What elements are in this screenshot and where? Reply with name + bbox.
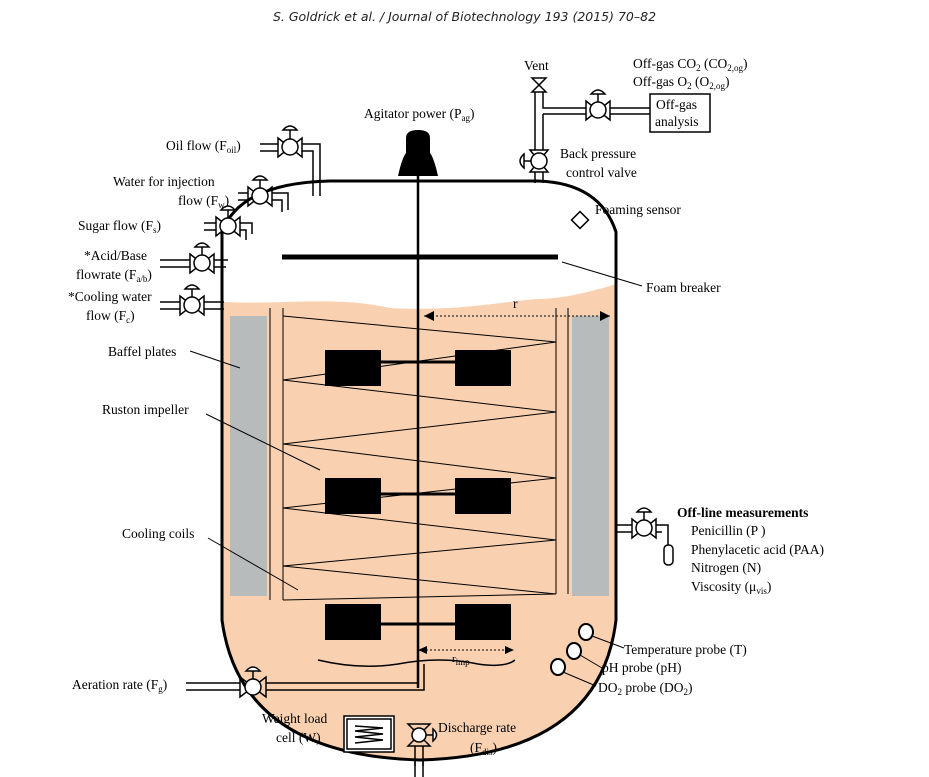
nitrogen-label: Nitrogen (N) — [691, 560, 761, 575]
leader-lines — [189, 261, 643, 687]
cooling-coils — [269, 308, 569, 601]
weight-load-cell — [343, 715, 395, 753]
back-pressure-label-2: control valve — [566, 165, 637, 180]
ruston-impellers — [325, 350, 511, 640]
impeller-radius-label: rimp — [452, 653, 470, 667]
agitator-power-label: Agitator power (Pag) — [364, 106, 474, 123]
ph-probe-label: pH probe (pH) — [602, 660, 681, 675]
broth-liquid — [222, 270, 616, 760]
offgas-analysis-label-2: analysis — [655, 114, 699, 129]
baffle-plate-left — [230, 316, 267, 596]
foaming-sensor — [570, 210, 590, 230]
probes — [550, 623, 594, 676]
aeration-inlet — [186, 664, 425, 691]
agitator-motor — [398, 130, 438, 176]
back-pressure-label-1: Back pressure — [560, 146, 636, 161]
inlet-pipes — [160, 143, 321, 310]
valves — [179, 77, 657, 747]
oil-flow-label: Oil flow (Foil) — [166, 138, 241, 155]
acid-base-label-1: *Acid/Base — [84, 248, 147, 263]
penicillin-label: Penicillin (P ) — [691, 523, 766, 538]
foam-breaker-label: Foam breaker — [646, 280, 721, 295]
vent-label: Vent — [524, 58, 549, 73]
radius-label: r — [513, 296, 518, 311]
viscosity-label: Viscosity (μvis) — [691, 579, 771, 596]
sparger — [317, 659, 516, 667]
offline-measurements-title: Off-line measurements — [677, 505, 808, 520]
acid-base-label-2: flowrate (Fa/b) — [76, 267, 152, 284]
vessel-outline — [220, 179, 618, 762]
cooling-water-label-2: flow (Fc) — [86, 308, 135, 325]
cooling-coils-label: Cooling coils — [122, 526, 194, 541]
offgas-co2-label: Off-gas CO2 (CO2,og) — [633, 56, 748, 73]
impeller-radius-dimension: rimp — [418, 646, 514, 667]
discharge-label-1: Discharge rate — [438, 720, 516, 735]
aeration-rate-label: Aeration rate (Fg) — [72, 677, 167, 694]
cooling-water-label-1: *Cooling water — [68, 289, 152, 304]
discharge-label-2: (Fdis) — [470, 740, 497, 757]
offgas-piping — [414, 92, 674, 777]
radius-dimension: r — [424, 296, 610, 321]
journal-header: S. Goldrick et al. / Journal of Biotechn… — [272, 9, 657, 24]
baffle-plate-right — [572, 316, 609, 596]
paa-label: Phenylacetic acid (PAA) — [691, 542, 824, 557]
offgas-o2-label: Off-gas O2 (O2,og) — [633, 74, 730, 91]
water-flow-label-2: flow (Fw) — [178, 193, 229, 210]
water-flow-label-1: Water for injection — [113, 174, 215, 189]
baffel-plates-label: Baffel plates — [108, 344, 176, 359]
ruston-impeller-label: Ruston impeller — [102, 402, 189, 417]
weight-load-label-2: cell (W) — [276, 730, 321, 745]
do2-probe-label: DO2 probe (DO2) — [598, 680, 692, 697]
weight-load-label-1: Weight load — [262, 711, 328, 726]
foaming-sensor-label: Foaming sensor — [595, 202, 681, 217]
temperature-probe-label: Temperature probe (T) — [624, 642, 747, 657]
sugar-flow-label: Sugar flow (Fs) — [78, 218, 161, 235]
offgas-analysis-label-1: Off-gas — [656, 97, 697, 112]
offgas-analysis-box — [649, 93, 711, 133]
